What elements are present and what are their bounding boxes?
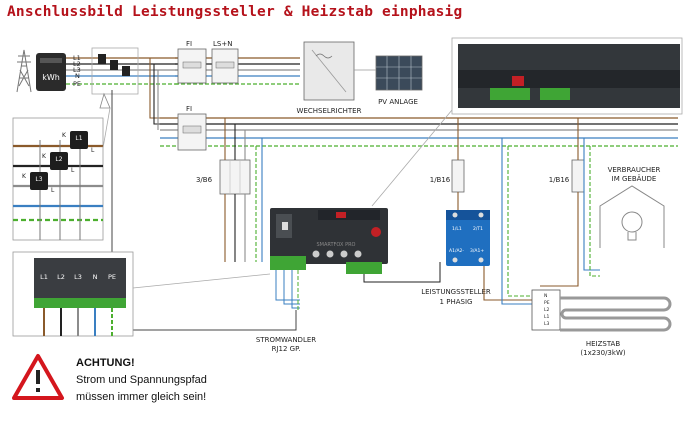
- ct-label-line2: RJ12 GP.: [272, 345, 301, 353]
- line-label-l2: L2: [73, 60, 81, 68]
- clamp-detail-box: [12, 117, 104, 241]
- breaker-3-b6: 3/B6: [196, 159, 251, 195]
- b6-label: 3/B6: [196, 176, 213, 184]
- pc-terminal-a1: A1/A2-: [449, 248, 464, 254]
- consumer-label-line2: IM GEBÄUDE: [612, 174, 657, 183]
- line-label-n: N: [75, 72, 80, 80]
- pv-label: PV ANLAGE: [378, 98, 418, 106]
- main-line-clamps: [98, 54, 130, 76]
- tb-l1: L1: [40, 273, 48, 281]
- tb-n: N: [93, 273, 98, 281]
- power-controller-label-line1: LEISTUNGSSTELLER: [421, 288, 491, 296]
- heater-label-line2: (1x230/3kW): [580, 349, 625, 357]
- fi-top-label: FI: [186, 40, 192, 48]
- inverter: WECHSELRICHTER: [297, 41, 362, 115]
- heater-terminal-l1: L1: [544, 314, 550, 320]
- warning-line1: Strom und Spannungspfad: [76, 374, 207, 386]
- heater-terminal-pe: PE: [544, 300, 550, 306]
- clamp-l2-label: L2: [55, 156, 62, 163]
- ct-label-line1: STROMWANDLER: [256, 336, 316, 344]
- clamp-l3-label: L3: [35, 176, 42, 183]
- smartfox-brand: SMARTFOX PRO: [316, 242, 355, 248]
- ls-n-breaker-top: LS+N: [211, 40, 239, 84]
- clamp-l2-l: L: [71, 167, 75, 174]
- clamp-l2: L2 K L: [42, 152, 75, 174]
- consumer-label-line1: VERBRAUCHER: [608, 166, 661, 174]
- clamp-l1-k: K: [62, 132, 67, 139]
- tb-l3: L3: [74, 273, 82, 281]
- diagram-title: Anschlussbild Leistungssteller & Heizsta…: [7, 4, 463, 20]
- warning-heading: ACHTUNG!: [76, 357, 135, 369]
- consumer-house-icon: [599, 185, 665, 248]
- tb-pe: PE: [108, 273, 116, 281]
- clamp-l1-label: L1: [75, 135, 82, 142]
- energy-meter: kWh: [36, 53, 66, 91]
- smartfox-terminal-zoom: [451, 37, 683, 115]
- heater-terminal-n: N: [544, 293, 547, 299]
- power-controller: 1/L1 2/T1 A1/A2- 3/A1+: [446, 210, 490, 266]
- clamp-l2-k: K: [42, 153, 47, 160]
- heater-terminal-l2: L2: [544, 307, 550, 313]
- clamp-l3-l: L: [51, 187, 55, 194]
- distribution-busbars: [160, 117, 678, 147]
- fi-breaker-top: FI: [177, 40, 207, 84]
- power-pylon-icon: [16, 49, 32, 93]
- meter-label: kWh: [42, 73, 60, 82]
- heater-element: N PE L2 L1 L3: [531, 289, 672, 332]
- pc-terminal-2t1: 2/T1: [473, 226, 483, 232]
- power-controller-label-line2: 1 PHASIG: [440, 298, 473, 306]
- terminal-block-box: L1 L2 L3 N PE: [12, 251, 134, 337]
- tb-l2: L2: [57, 273, 65, 281]
- fi-breaker-middle: FI: [177, 105, 207, 151]
- line-label-l1: L1: [73, 54, 81, 62]
- b16-heater-label: 1/B16: [430, 176, 451, 184]
- clamp-l3: L3 K L: [22, 172, 55, 194]
- pc-terminal-1l1: 1/L1: [452, 226, 462, 232]
- clamp-l1-l: L: [91, 147, 95, 154]
- pc-terminal-a2: 3/A1+: [470, 248, 484, 254]
- warning-line2: müssen immer gleich sein!: [76, 391, 207, 403]
- line-label-l3: L3: [73, 66, 81, 74]
- smartfox-controller: SMARTFOX PRO: [270, 208, 388, 274]
- heater-terminal-l3: L3: [544, 321, 550, 327]
- fi-mid-label: FI: [186, 105, 192, 113]
- b16-load-label: 1/B16: [549, 176, 570, 184]
- pv-panels-icon: PV ANLAGE: [375, 55, 423, 106]
- ls-n-top-label: LS+N: [213, 40, 232, 48]
- inverter-label: WECHSELRICHTER: [297, 107, 362, 115]
- warning-note: ACHTUNG! Strom und Spannungspfad müssen …: [76, 355, 207, 406]
- breaker-1-b16-heater: 1/B16: [430, 159, 465, 193]
- heater-label-line1: HEIZSTAB: [586, 340, 621, 348]
- clamp-l1: L1 K L: [62, 131, 95, 154]
- clamp-l3-k: K: [22, 173, 27, 180]
- line-label-pe: PE: [73, 80, 81, 88]
- warning-triangle-icon: [12, 354, 64, 400]
- breaker-1-b16-load: 1/B16: [549, 159, 585, 193]
